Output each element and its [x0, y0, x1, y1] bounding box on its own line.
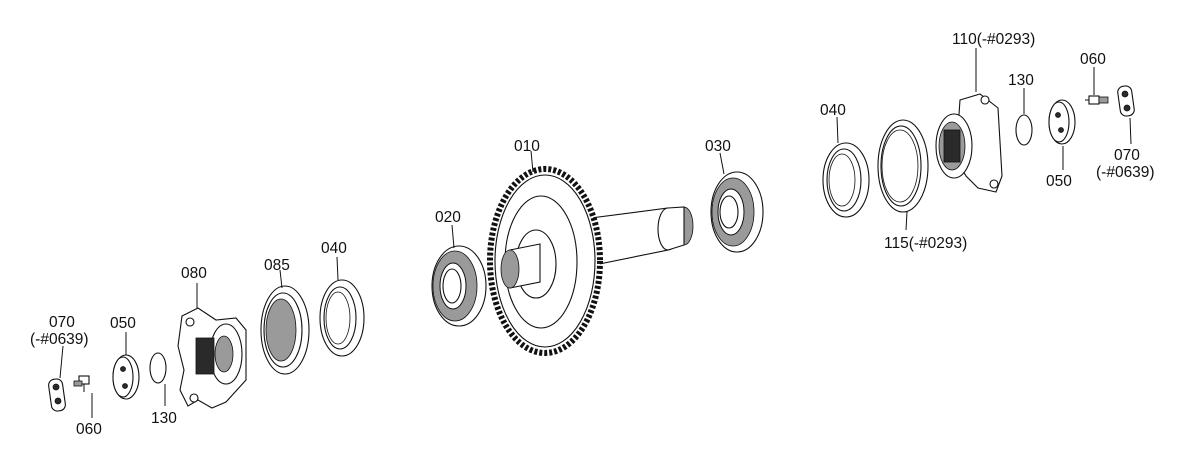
- leader-lines: [59, 48, 1132, 418]
- bolt-060-right: [1085, 95, 1109, 105]
- label-070-right-line2: (-#0639): [1096, 164, 1155, 181]
- label-060-right: 060: [1080, 51, 1106, 68]
- label-070-right-line1: 070: [1114, 147, 1140, 164]
- snap-ring-130-right: [1015, 114, 1033, 146]
- seal-085: [260, 285, 310, 375]
- label-050-right: 050: [1046, 173, 1072, 190]
- label-070-left-line1: 070: [49, 314, 75, 331]
- label-130-left: 130: [151, 410, 177, 427]
- washer-disc-050-right: [1048, 99, 1076, 145]
- label-070-left-line2: (-#0639): [30, 331, 89, 348]
- label-085: 085: [264, 257, 290, 274]
- bolt-060-left: [73, 375, 90, 392]
- ring-040-left: [319, 279, 365, 357]
- label-030: 030: [705, 138, 731, 155]
- bearing-030: [710, 171, 764, 253]
- seal-ring-115: [877, 119, 929, 213]
- label-060-left: 060: [76, 421, 102, 438]
- washer-disc-050-left: [112, 354, 140, 400]
- label-080: 080: [181, 265, 207, 282]
- ring-040-right: [822, 142, 870, 218]
- label-110: 110(-#0293): [952, 31, 1035, 48]
- clamp-plate-070-left: [48, 378, 66, 412]
- yoke-flange-080: [177, 307, 247, 409]
- flange-110: [935, 93, 1003, 193]
- bearing-020: [431, 245, 487, 327]
- snap-ring-130-left: [149, 352, 167, 384]
- label-115: 115(-#0293): [884, 235, 967, 252]
- label-010: 010: [514, 138, 540, 155]
- gear-shaft-010: [487, 166, 694, 356]
- label-050-left: 050: [110, 315, 136, 332]
- label-130-right: 130: [1008, 72, 1034, 89]
- clamp-plate-070-right: [1117, 85, 1135, 117]
- label-020: 020: [435, 209, 461, 226]
- label-040-right: 040: [820, 102, 846, 119]
- label-040-left: 040: [321, 240, 347, 257]
